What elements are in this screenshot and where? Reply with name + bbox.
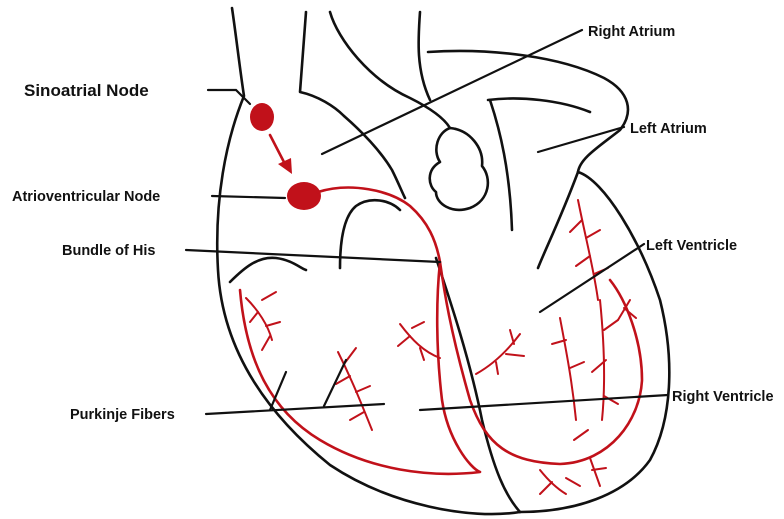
purkinje-twig [570,220,582,232]
aorta-left [330,12,450,128]
leader-right-atrium [322,30,582,154]
atrial-appendage [430,128,488,210]
leader-atrioventricular-node [212,196,285,198]
leader-lines [186,30,668,414]
purkinje-twig [540,482,552,494]
purkinje-twig [496,362,498,374]
left-ventricle-inner [538,172,578,268]
label-left-atrium: Left Atrium [630,121,707,137]
leader-purkinje-fibers [206,404,384,414]
purkinje-twig [510,330,514,344]
label-atrioventricular-node: Atrioventricular Node [12,189,160,205]
purkinje-twig [574,430,588,440]
label-sinoatrial-node: Sinoatrial Node [24,81,149,100]
bundle-of-his [318,188,440,262]
left-bundle-branch [440,262,642,464]
purkinje-twig [604,320,618,330]
purkinje-twig [420,348,424,360]
purkinje-twig [576,256,590,266]
purkinje-twig [560,318,576,420]
purkinje-twig [262,292,276,300]
purkinje-twig [586,230,600,238]
label-left-ventricle: Left Ventricle [646,238,737,254]
leader-right-ventricle [420,395,668,410]
pulmonary-trunk [428,51,628,172]
purkinje-twig [570,362,584,368]
label-right-atrium: Right Atrium [588,24,675,40]
heart-outline [217,8,669,514]
purkinje-twig [266,322,280,326]
purkinje-twig [246,298,272,340]
label-purkinje-fibers: Purkinje Fibers [70,407,175,423]
purkinje-twig [566,478,580,486]
left-atrium-midline [490,100,512,230]
label-right-ventricle: Right Ventricle [672,389,774,405]
purkinje-twig [590,458,600,486]
leader-left-atrium [538,127,624,152]
purkinje-twig [356,386,370,392]
aorta-right [419,12,430,100]
sinoatrial-node-marker [250,103,274,131]
purkinje-twig [600,300,604,420]
labels: Right Atrium Sinoatrial Node Left Atrium… [12,24,774,423]
superior-vena-cava-left [217,8,520,514]
purkinje-twig [262,336,270,350]
left-ventricle-wall [520,172,669,512]
purkinje-twig [398,336,410,346]
purkinje-twig [412,322,424,328]
label-bundle-of-his: Bundle of His [62,243,155,259]
sa-to-av-arrowhead [278,158,292,174]
purkinje-twig [400,324,440,358]
leader-purkinje-fibers-b [324,360,346,406]
purkinje-fibers-right [540,200,636,494]
leader-bundle-of-his [186,250,440,262]
atrioventricular-node-marker [287,182,321,210]
purkinje-twig [250,312,258,322]
sa-to-av-arrow-shaft [270,135,286,166]
purkinje-twig [350,412,364,420]
purkinje-twig [506,354,524,356]
right-atrium-lower [230,258,306,282]
left-atrium-inner [488,99,590,113]
